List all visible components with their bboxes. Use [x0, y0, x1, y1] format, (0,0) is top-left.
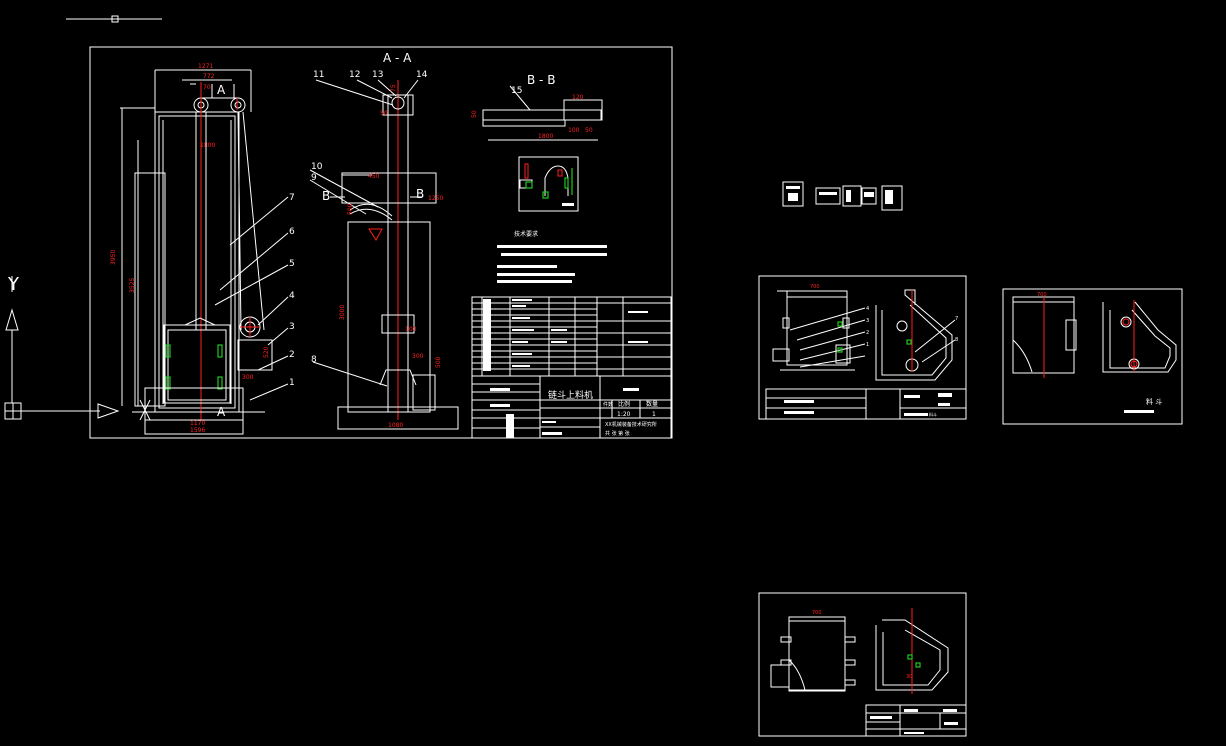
quantity-header: 件数: [603, 401, 613, 408]
svg-text:2: 2: [866, 330, 869, 336]
callout-12: 12: [349, 70, 360, 80]
title-block: 链斗上料机 比例 数量 件数 1:20 1 XX机械装备技术研究所 共 张 第 …: [471, 296, 672, 439]
callout-13: 13: [372, 70, 383, 80]
svg-text:1250: 1250: [428, 195, 443, 202]
svg-text:700: 700: [810, 284, 820, 290]
callout-6: 6: [289, 227, 295, 237]
svg-text:500: 500: [435, 356, 442, 368]
scale-label: 比例: [618, 400, 630, 408]
ucs-icon: Y: [4, 274, 120, 420]
dim-b-small-a: 100: [568, 127, 580, 134]
callout-14: 14: [416, 70, 428, 80]
drawing-name: 链斗上料机: [548, 389, 593, 401]
section-aa-title: A - A: [383, 51, 412, 65]
section-mark-a-bottom: A: [217, 405, 226, 419]
section-aa-view: A - A 11 12 13 14 450 10 9 B: [309, 51, 459, 430]
svg-text:1: 1: [866, 342, 869, 348]
section-bb-view: B - B 15 1800 120 100 50 50: [471, 73, 603, 212]
company-name: XX机械装备技术研究所: [605, 421, 657, 428]
callout-11: 11: [313, 70, 324, 80]
ucs-y-arrow-icon: [5, 308, 19, 331]
hopper-detail-sheet[interactable]: 700 30: [758, 592, 967, 737]
dim-base-width: 1596: [190, 427, 205, 434]
svg-text:75: 75: [390, 84, 397, 92]
svg-text:50: 50: [471, 110, 478, 118]
quantity-label: 数量: [646, 400, 658, 408]
dim-side-h: 520: [263, 346, 270, 358]
svg-text:8: 8: [955, 337, 958, 343]
hopper-sheet-title: 料斗: [929, 411, 937, 417]
dim-b-right: 120: [572, 94, 584, 101]
svg-text:100: 100: [405, 326, 417, 333]
callout-4: 4: [289, 291, 295, 301]
bucket-sheet[interactable]: 700 料 斗: [1002, 288, 1183, 425]
page-label: 共 张 第 张: [605, 430, 630, 437]
svg-text:70: 70: [203, 84, 211, 91]
callout-5: 5: [289, 259, 295, 269]
thumbnail-strip[interactable]: [782, 181, 903, 211]
svg-text:4: 4: [866, 306, 869, 312]
callout-1: 1: [289, 378, 295, 388]
callout-7: 7: [289, 193, 295, 203]
section-bb-title: B - B: [527, 73, 555, 87]
svg-text:700: 700: [812, 610, 822, 616]
svg-text:500: 500: [347, 203, 354, 215]
callout-10: 10: [311, 162, 323, 172]
dim-inner-width: 772: [203, 73, 215, 80]
svg-text:300: 300: [242, 374, 254, 381]
dim-base-inner: 1170: [190, 420, 205, 427]
dim-height-total: 3950: [110, 250, 117, 265]
callout-3: 3: [289, 322, 295, 332]
dim-b-len: 1800: [538, 133, 553, 140]
svg-text:1800: 1800: [200, 142, 215, 149]
svg-text:3: 3: [866, 318, 869, 324]
dim-aa-w: 450: [368, 173, 380, 180]
dim-height-mid: 3525: [129, 278, 136, 293]
callout-15: 15: [511, 86, 522, 96]
dim-aa-h: 3000: [339, 305, 346, 320]
dim-top-width: 1271: [198, 63, 213, 70]
ucs-y-label: Y: [7, 274, 20, 295]
main-drawing-sheet[interactable]: 1271 772 70 1800 A 3950: [89, 46, 673, 439]
scale-value: 1:20: [617, 411, 631, 418]
front-view: 1271 772 70 1800 A 3950: [110, 63, 273, 435]
svg-text:700: 700: [1037, 292, 1047, 298]
callout-8: 8: [311, 355, 317, 365]
callout-2: 2: [289, 350, 295, 360]
scale-bar: [66, 15, 162, 23]
dim-guide-h: 300: [412, 353, 424, 360]
bucket-sheet-caption: 料 斗: [1146, 397, 1162, 406]
svg-text:30: 30: [906, 674, 912, 680]
dim-b-small-b: 50: [585, 127, 593, 134]
technical-notes: 技术要求: [497, 230, 607, 283]
ucs-x-arrow-icon: [97, 403, 120, 419]
callout-9: 9: [311, 173, 317, 183]
section-mark-b-left: B: [322, 189, 330, 203]
svg-text:50: 50: [380, 110, 388, 117]
dim-aa-base: 1080: [388, 422, 403, 429]
hopper-sheet[interactable]: 700 4 3 2 1 7 8: [758, 275, 967, 420]
front-callouts: 7 6 5 4 3 2 1: [214, 193, 295, 401]
svg-text:7: 7: [955, 316, 958, 322]
notes-heading: 技术要求: [514, 230, 538, 238]
section-mark-b-right: B: [416, 187, 424, 201]
section-mark-a-top: A: [217, 83, 226, 97]
quantity-value: 1: [652, 411, 656, 418]
